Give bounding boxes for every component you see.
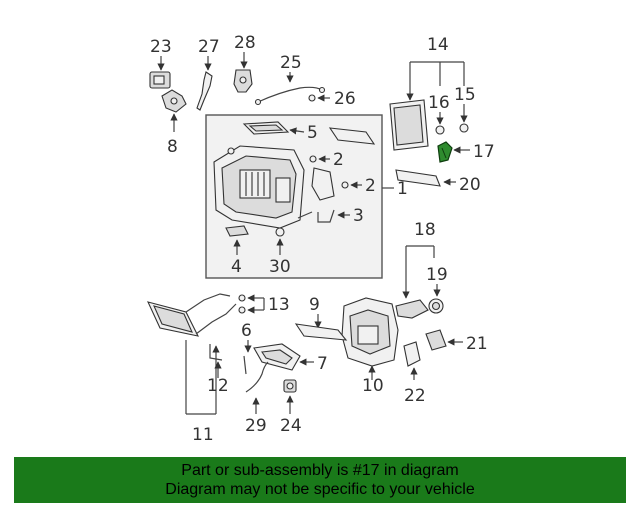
label-29: 29 bbox=[245, 416, 267, 436]
label-6: 6 bbox=[241, 321, 252, 341]
label-13: 13 bbox=[268, 295, 290, 315]
part-8-motor-bracket[interactable] bbox=[161, 89, 187, 113]
part-19-seal[interactable] bbox=[428, 298, 444, 314]
part-9-duct[interactable] bbox=[294, 323, 348, 341]
part-rod[interactable] bbox=[297, 211, 313, 219]
label-3: 3 bbox=[353, 206, 364, 226]
label-10: 10 bbox=[362, 376, 384, 396]
label-24: 24 bbox=[280, 416, 302, 436]
label-28: 28 bbox=[234, 33, 256, 53]
part-3-link[interactable] bbox=[317, 209, 335, 223]
label-1: 1 bbox=[397, 179, 408, 199]
part-30-grommet[interactable] bbox=[275, 227, 285, 237]
part-7-duct[interactable] bbox=[253, 343, 301, 371]
part-4-filter[interactable] bbox=[225, 225, 249, 237]
label-2-lower: 2 bbox=[365, 176, 376, 196]
part-11-heater-core[interactable] bbox=[147, 293, 237, 337]
banner-line-2: Diagram may not be specific to your vehi… bbox=[165, 481, 475, 498]
part-heater-case[interactable] bbox=[213, 145, 305, 229]
label-7: 7 bbox=[317, 354, 328, 374]
label-18: 18 bbox=[414, 220, 436, 240]
part-29-hose[interactable] bbox=[245, 361, 269, 393]
label-2-upper: 2 bbox=[333, 150, 344, 170]
part-21-blower-motor[interactable] bbox=[425, 329, 447, 351]
part-16-o-ring[interactable] bbox=[435, 125, 445, 135]
label-15: 15 bbox=[454, 85, 476, 105]
info-banner: Part or sub-assembly is #17 in diagram D… bbox=[14, 457, 626, 503]
part-17-expansion-valve[interactable] bbox=[437, 141, 453, 163]
part-5-filter-cover[interactable] bbox=[242, 121, 290, 135]
part-24-grommet[interactable] bbox=[283, 379, 297, 393]
part-2-clip-upper[interactable] bbox=[309, 155, 317, 163]
part-22-resistor[interactable] bbox=[403, 341, 421, 367]
label-22: 22 bbox=[404, 386, 426, 406]
label-26: 26 bbox=[334, 89, 356, 109]
label-8: 8 bbox=[167, 137, 178, 157]
label-20: 20 bbox=[459, 175, 481, 195]
part-14-evaporator[interactable] bbox=[389, 99, 429, 151]
part-18-pipe-assembly[interactable] bbox=[395, 299, 429, 319]
label-16: 16 bbox=[428, 93, 450, 113]
part-20-seal[interactable] bbox=[395, 169, 441, 187]
part-23-actuator[interactable] bbox=[149, 71, 171, 89]
part-28-bracket[interactable] bbox=[233, 69, 253, 93]
label-12: 12 bbox=[207, 376, 229, 396]
part-10-blower-case[interactable] bbox=[341, 297, 399, 367]
label-23: 23 bbox=[150, 37, 172, 57]
label-11: 11 bbox=[192, 425, 214, 445]
label-19: 19 bbox=[426, 265, 448, 285]
label-9: 9 bbox=[309, 295, 320, 315]
label-30: 30 bbox=[269, 257, 291, 277]
label-4: 4 bbox=[231, 257, 242, 277]
part-15-o-ring[interactable] bbox=[459, 123, 469, 133]
part-bracket-side[interactable] bbox=[311, 167, 335, 201]
label-21: 21 bbox=[466, 334, 488, 354]
label-25: 25 bbox=[280, 53, 302, 73]
part-26-clip[interactable] bbox=[308, 94, 316, 102]
label-14: 14 bbox=[427, 35, 449, 55]
banner-line-1: Part or sub-assembly is #17 in diagram bbox=[181, 462, 459, 479]
part-12-pipe-clamp[interactable] bbox=[209, 344, 223, 361]
label-27: 27 bbox=[198, 37, 220, 57]
part-13-clips[interactable] bbox=[238, 294, 246, 314]
label-17: 17 bbox=[473, 142, 495, 162]
part-2-clip-lower[interactable] bbox=[341, 181, 349, 189]
part-6-rod[interactable] bbox=[243, 355, 247, 375]
part-duct-upper[interactable] bbox=[328, 127, 376, 145]
label-5: 5 bbox=[307, 123, 318, 143]
part-27-sensor[interactable] bbox=[196, 71, 213, 111]
part-25-cable[interactable] bbox=[254, 86, 326, 106]
